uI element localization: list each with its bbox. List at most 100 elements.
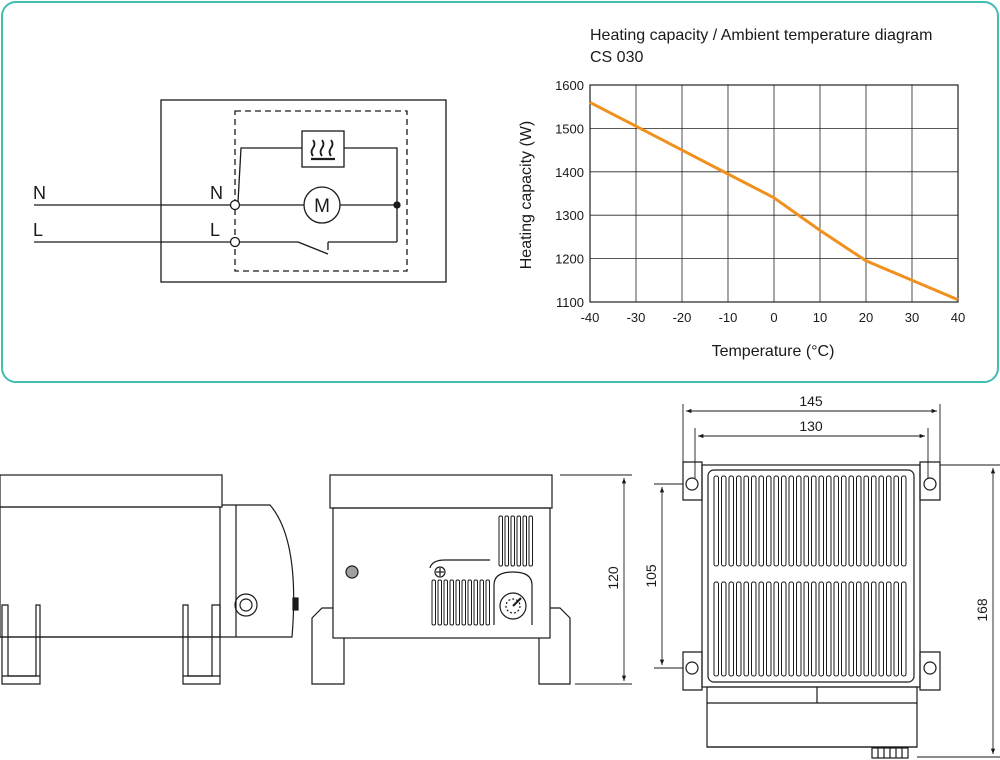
front-view-drawing xyxy=(311,474,571,685)
dimension-105: 105 xyxy=(643,564,659,588)
vent-slot xyxy=(498,515,503,567)
side-knob xyxy=(234,593,258,617)
grille-slot xyxy=(736,475,742,567)
grille-slot xyxy=(713,475,719,567)
x-tick-label: -20 xyxy=(673,310,692,325)
vent-slot xyxy=(516,515,521,567)
vent-slot xyxy=(467,579,472,626)
grille-slot xyxy=(811,581,817,677)
vent-slot xyxy=(437,579,442,626)
front-vent-slots-top xyxy=(498,515,533,567)
grille-slot xyxy=(728,581,734,677)
vent-slot xyxy=(504,515,509,567)
inner-label-l: L xyxy=(210,220,220,240)
grille-slot xyxy=(766,475,772,567)
grille-slot xyxy=(826,581,832,677)
x-tick-label: 40 xyxy=(951,310,965,325)
grille-slot xyxy=(781,475,787,567)
front-screw xyxy=(345,565,359,579)
grille-slot xyxy=(833,475,839,567)
top-vent-grille xyxy=(713,475,907,677)
grille-slot xyxy=(818,475,824,567)
vent-slot xyxy=(461,579,466,626)
x-axis-label: Temperature (°C) xyxy=(712,343,835,360)
heater-element-box xyxy=(301,130,345,168)
grille-slot xyxy=(773,581,779,677)
left-label-l: L xyxy=(33,220,43,240)
dimension-130: 130 xyxy=(799,418,823,434)
grille-slot xyxy=(863,475,869,567)
mount-hole-bl xyxy=(685,661,699,675)
grille-slot xyxy=(886,581,892,677)
vent-slot xyxy=(528,515,533,567)
y-tick-label: 1100 xyxy=(556,295,584,310)
grille-slot xyxy=(796,475,802,567)
grille-slot xyxy=(781,581,787,677)
enclosure-box xyxy=(160,99,447,283)
grille-slot xyxy=(803,475,809,567)
x-tick-label: -10 xyxy=(719,310,738,325)
grille-slot xyxy=(736,581,742,677)
left-label-n: N xyxy=(33,183,46,203)
grille-slot xyxy=(871,475,877,567)
x-tick-label: 10 xyxy=(813,310,827,325)
vent-slot xyxy=(443,579,448,626)
motor-label: M xyxy=(314,196,330,217)
grille-slot xyxy=(721,581,727,677)
x-tick-label: 30 xyxy=(905,310,919,325)
grille-slot xyxy=(856,581,862,677)
grille-slot xyxy=(886,475,892,567)
grille-slot xyxy=(856,475,862,567)
vent-slot xyxy=(485,579,490,626)
terminal-n xyxy=(229,199,241,211)
grille-slot xyxy=(773,475,779,567)
plot-frame xyxy=(589,84,959,303)
grille-slot xyxy=(826,475,832,567)
vent-slot xyxy=(449,579,454,626)
grille-slot xyxy=(901,581,907,677)
vent-slot xyxy=(510,515,515,567)
grille-slot xyxy=(803,581,809,677)
dimension-168: 168 xyxy=(974,598,990,622)
grille-slot xyxy=(893,475,899,567)
grille-slot xyxy=(841,581,847,677)
mount-hole-br xyxy=(923,661,937,675)
heater-icon xyxy=(310,139,335,161)
chart-subtitle: CS 030 xyxy=(590,49,643,66)
grille-slot xyxy=(758,475,764,567)
grille-slot xyxy=(751,475,757,567)
y-tick-label: 1600 xyxy=(555,78,584,93)
grille-slot xyxy=(796,581,802,677)
device-dashed-boundary xyxy=(234,110,408,272)
y-tick-label: 1500 xyxy=(555,121,584,136)
grille-slot xyxy=(841,475,847,567)
top-panel xyxy=(1,1,999,383)
side-view-drawing xyxy=(0,474,299,685)
grille-slot xyxy=(848,475,854,567)
front-vent-slots-bottom xyxy=(431,579,490,626)
grille-slot xyxy=(766,581,772,677)
vent-slot xyxy=(522,515,527,567)
grille-slot xyxy=(833,581,839,677)
capacity-chart: Heating capacity / Ambient temperature d… xyxy=(518,27,965,360)
y-tick-label: 1400 xyxy=(555,165,584,180)
wiring-diagram xyxy=(34,99,447,283)
y-tick-label: 1300 xyxy=(555,208,584,223)
grille-slot xyxy=(758,581,764,677)
dimension-lines-top-view xyxy=(654,404,1000,758)
mount-hole-tr xyxy=(923,477,937,491)
motor-symbol-circle xyxy=(303,186,341,224)
grille-slot xyxy=(811,475,817,567)
grille-slot xyxy=(901,475,907,567)
top-view-drawing xyxy=(682,461,941,759)
x-tick-label: 0 xyxy=(770,310,777,325)
mount-hole-tl xyxy=(685,477,699,491)
vent-slot xyxy=(431,579,436,626)
grille-slot xyxy=(863,581,869,677)
vent-slot xyxy=(455,579,460,626)
x-tick-label: -30 xyxy=(627,310,646,325)
chart-title: Heating capacity / Ambient temperature d… xyxy=(590,27,932,44)
grille-slot xyxy=(818,581,824,677)
